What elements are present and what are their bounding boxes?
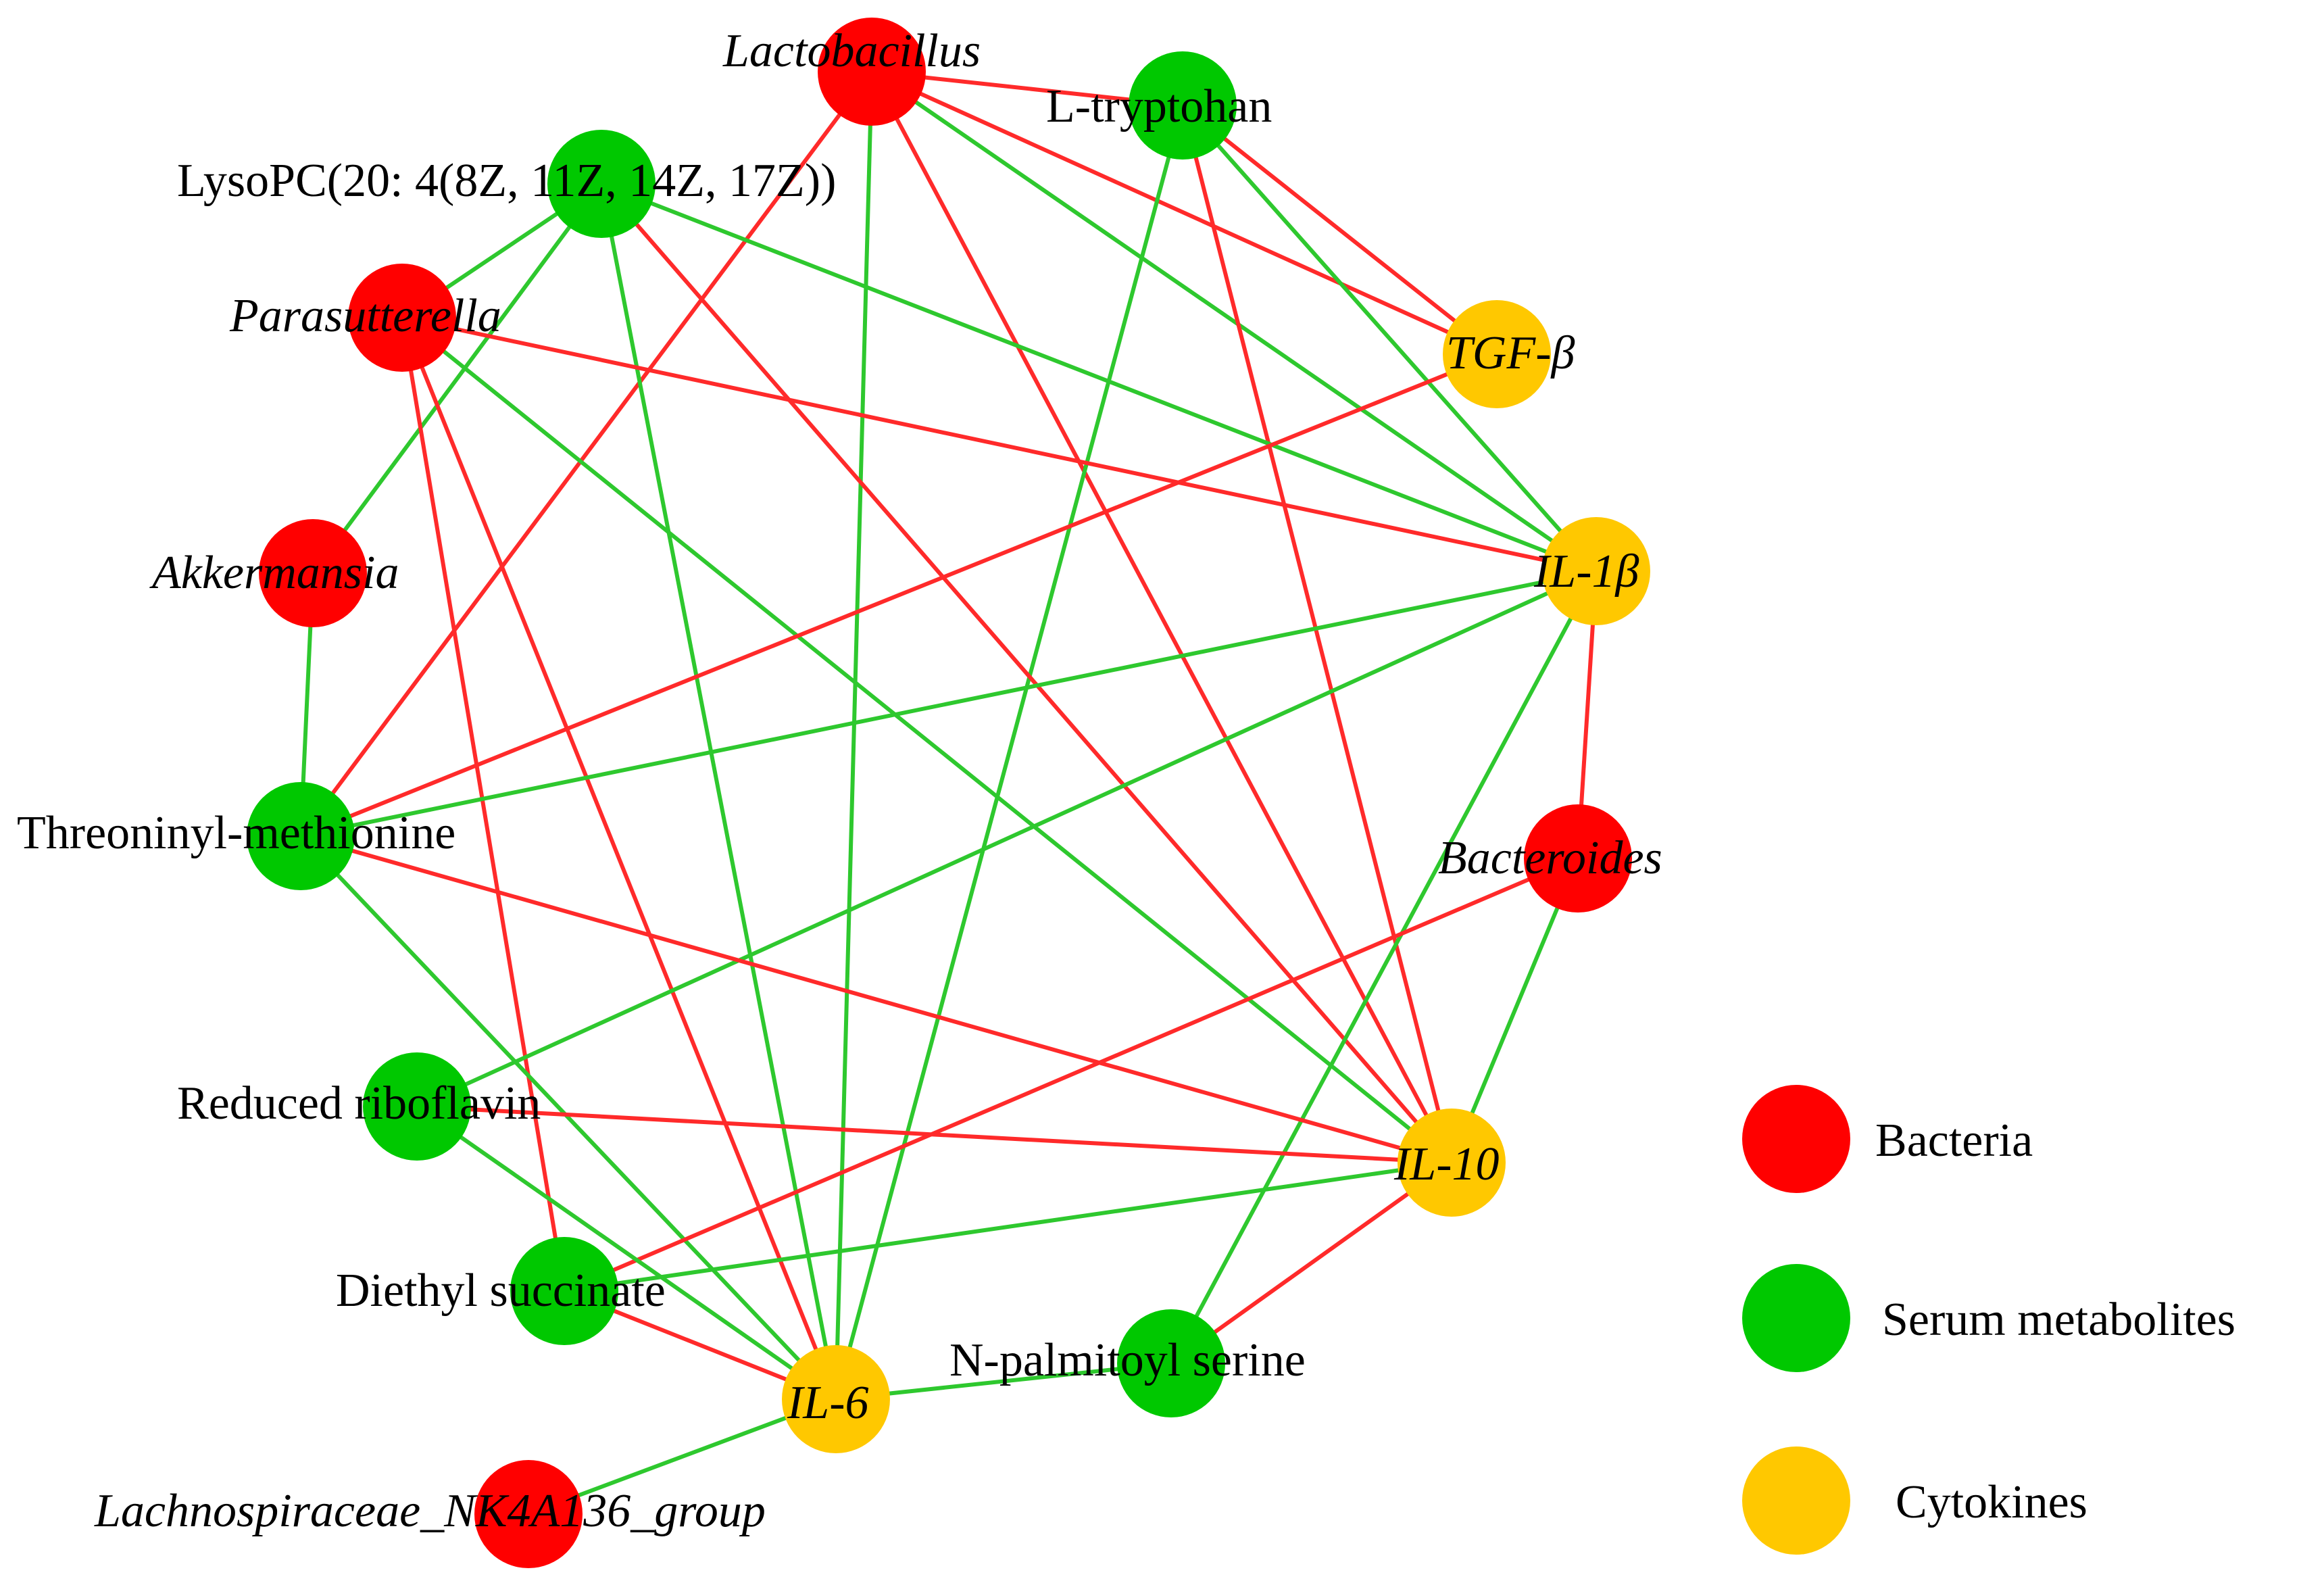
edge-bacteroides-il10 (1450, 857, 1580, 1164)
edge-lysopc-il6 (599, 183, 838, 1400)
node-label-riboflavin: Reduced riboflavin (177, 1077, 541, 1129)
edge-il6-lachno (527, 1397, 837, 1516)
nodes-layer (247, 18, 1650, 1568)
edge-lysopc-il1b (600, 182, 1598, 573)
legend-label-2: Cytokines (1896, 1476, 2087, 1528)
edge-il1b-npalmitoyl (1169, 570, 1598, 1365)
node-label-il10: IL-10 (1393, 1138, 1500, 1190)
edge-riboflavin-il10 (416, 1104, 1452, 1165)
edge-lactobacillus-tgfb (870, 70, 1498, 356)
node-akkermansia[interactable] (259, 519, 367, 627)
edge-il6-npalmitoyl (835, 1361, 1172, 1401)
edge-lactobacillus-threoninyl (299, 70, 874, 837)
edge-il10-npalmitoyl (1170, 1161, 1453, 1365)
node-label-npalmitoyl: N-palmitoyl serine (949, 1334, 1306, 1386)
edge-tgfb-threoninyl (299, 352, 1498, 838)
node-diethyl[interactable] (510, 1237, 618, 1345)
edge-lactobacillus-il6 (834, 71, 874, 1400)
node-ltryptohan[interactable] (1129, 51, 1237, 160)
edge-ltryptohan-il10 (1181, 105, 1454, 1163)
edge-ltryptohan-tgfb (1181, 103, 1498, 356)
node-threoninyl[interactable] (247, 782, 355, 890)
legend-swatch-2 (1742, 1446, 1850, 1555)
node-il10[interactable] (1398, 1109, 1506, 1217)
node-label-lachno: Lachnospiraceae_NK4A136_group (94, 1485, 766, 1537)
legend-label-0: Bacteria (1875, 1115, 2033, 1167)
edge-parasutterella-diethyl (400, 317, 566, 1292)
edge-ltryptohan-il6 (834, 105, 1185, 1400)
legend-swatch-0 (1742, 1085, 1850, 1193)
edge-ltryptohan-il1b (1181, 104, 1598, 573)
edge-diethyl-il10 (564, 1161, 1452, 1293)
node-label-il6: IL-6 (787, 1377, 869, 1429)
node-label-akkermansia: Akkermansia (149, 547, 399, 599)
node-npalmitoyl[interactable] (1117, 1309, 1225, 1417)
edge-riboflavin-il6 (416, 1104, 837, 1401)
node-label-threoninyl: Threoninyl-methionine (17, 807, 455, 859)
edge-bacteroides-diethyl (563, 856, 1579, 1293)
edge-lactobacillus-il1b (870, 70, 1598, 573)
edge-lysopc-akkermansia (311, 183, 603, 575)
edges-layer (299, 70, 1598, 1516)
edge-threoninyl-il6 (299, 834, 838, 1401)
node-label-parasutterella: Parasutterella (229, 290, 501, 342)
node-label-lysopc: LysoPC(20: 4(8Z, 11Z, 14Z, 17Z)) (177, 155, 836, 207)
edge-lactobacillus-il10 (870, 70, 1454, 1164)
node-riboflavin[interactable] (363, 1052, 471, 1161)
legend-label-1: Serum metabolites (1882, 1294, 2235, 1346)
node-label-il1b: IL-1β (1533, 545, 1639, 598)
legend-swatch-1 (1742, 1264, 1850, 1372)
edge-parasutterella-il6 (400, 316, 838, 1401)
edge-lysopc-il10 (599, 183, 1454, 1164)
node-label-diethyl: Diethyl succinate (336, 1265, 666, 1317)
edge-parasutterella-il1b (401, 316, 1597, 573)
node-lactobacillus[interactable] (818, 18, 926, 126)
node-il1b[interactable] (1542, 517, 1650, 625)
edge-il1b-threoninyl (300, 569, 1597, 838)
node-bacteroides[interactable] (1524, 804, 1632, 913)
node-label-ltryptohan: L-tryptohan (1046, 80, 1272, 132)
node-label-tgfb: TGF-β (1446, 327, 1575, 379)
node-label-bacteroides: Bacteroides (1438, 832, 1662, 884)
node-tgfb[interactable] (1443, 300, 1551, 408)
node-parasutterella[interactable] (348, 264, 456, 372)
edge-il1b-riboflavin (416, 569, 1598, 1109)
edge-threoninyl-il10 (300, 834, 1452, 1165)
node-il6[interactable] (782, 1345, 890, 1453)
node-label-lactobacillus: Lactobacillus (722, 25, 981, 77)
node-lachno[interactable] (474, 1460, 583, 1568)
edge-parasutterella-il10 (401, 316, 1453, 1165)
node-lysopc[interactable] (547, 130, 656, 238)
